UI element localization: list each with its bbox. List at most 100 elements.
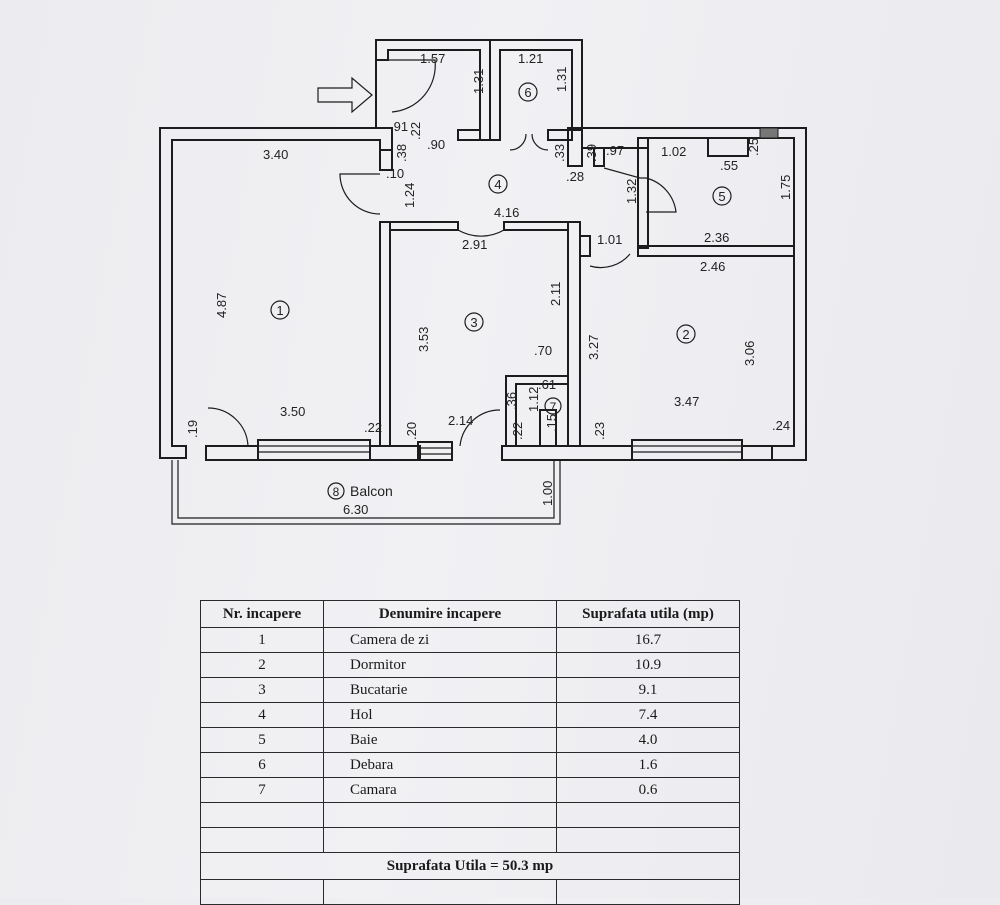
dim-label: 3.47 — [674, 394, 699, 409]
cell-empty — [556, 802, 740, 828]
dim-label: 1.32 — [624, 179, 639, 204]
table-row-empty — [200, 827, 740, 853]
cell-area: 16.7 — [556, 627, 740, 653]
table-header-row: Nr. incapere Denumire incapere Suprafata… — [200, 600, 740, 628]
room-number: 2 — [682, 327, 689, 342]
room-number: 4 — [494, 177, 501, 192]
dim-label: .22 — [364, 420, 382, 435]
cell-area: 1.6 — [556, 752, 740, 778]
cell-name: Baie — [323, 727, 557, 753]
balcony-label: Balcon — [350, 483, 393, 499]
dim-label: .19 — [185, 420, 200, 438]
total-usable-area: Suprafata Utila = 50.3 mp — [200, 852, 740, 880]
cell-empty — [200, 802, 324, 828]
dim-label: .25 — [746, 138, 761, 156]
cell-area: 0.6 — [556, 777, 740, 803]
dim-label: .23 — [592, 422, 607, 440]
dim-label: 3.06 — [742, 341, 757, 366]
header-room-name: Denumire incapere — [323, 600, 557, 628]
cell-nr: 4 — [200, 702, 324, 728]
cell-nr: 5 — [200, 727, 324, 753]
table-row: 3 Bucatarie 9.1 — [200, 677, 740, 703]
entrance-arrow-icon — [317, 76, 373, 114]
header-room-number: Nr. incapere — [200, 600, 324, 628]
dim-label: 1.31 — [554, 67, 569, 92]
dim-label: .97 — [606, 143, 624, 158]
cell-nr: 7 — [200, 777, 324, 803]
dim-label: .10 — [386, 166, 404, 181]
dim-label: 4.16 — [494, 205, 519, 220]
floor-plan: 1.57 1.21 1.31 1.31 3.40 .91 .22 .38 .90… — [159, 39, 807, 525]
cell-area: 7.4 — [556, 702, 740, 728]
dim-label: .90 — [427, 137, 445, 152]
cell-area: 4.0 — [556, 727, 740, 753]
dim-label: 2.14 — [448, 413, 473, 428]
room-number: 7 — [550, 400, 557, 414]
cell-nr: 6 — [200, 752, 324, 778]
dim-label: 2.46 — [700, 259, 725, 274]
dim-label: .61 — [538, 377, 556, 392]
dim-label: .33 — [552, 144, 567, 162]
door-swings — [207, 59, 677, 447]
dim-label: .22 — [510, 422, 525, 440]
table-row: 4 Hol 7.4 — [200, 702, 740, 728]
cell-empty — [323, 879, 557, 905]
cell-empty — [200, 879, 324, 905]
dim-label: 3.40 — [263, 147, 288, 162]
cell-area: 9.1 — [556, 677, 740, 703]
cell-empty — [200, 827, 324, 853]
table-row: 2 Dormitor 10.9 — [200, 652, 740, 678]
dim-label: 1.57 — [420, 51, 445, 66]
dim-label: 1.00 — [540, 481, 555, 506]
dim-label: 1.01 — [597, 232, 622, 247]
room-number: 8 — [333, 485, 340, 499]
cell-name: Dormitor — [323, 652, 557, 678]
dim-label: .70 — [534, 343, 552, 358]
header-usable-area: Suprafata utila (mp) — [556, 600, 740, 628]
table-row-empty — [200, 802, 740, 828]
cell-area: 10.9 — [556, 652, 740, 678]
dim-label: .20 — [404, 422, 419, 440]
dim-label: 1.21 — [518, 51, 543, 66]
dim-label: 1.12 — [526, 387, 541, 412]
cell-empty — [323, 827, 557, 853]
cell-name: Camara — [323, 777, 557, 803]
cell-nr: 3 — [200, 677, 324, 703]
room-area-table: Nr. incapere Denumire incapere Suprafata… — [200, 600, 740, 905]
dim-label: .91 — [390, 119, 408, 134]
cell-empty — [556, 879, 740, 905]
table-row: 6 Debara 1.6 — [200, 752, 740, 778]
cell-name: Bucatarie — [323, 677, 557, 703]
cell-empty — [323, 802, 557, 828]
dim-label: 1.75 — [778, 175, 793, 200]
dim-label: 6.30 — [343, 502, 368, 517]
dim-label: 3.53 — [416, 327, 431, 352]
cell-empty — [556, 827, 740, 853]
dim-label: 3.27 — [586, 335, 601, 360]
dim-label: 3.50 — [280, 404, 305, 419]
table-row: 1 Camera de zi 16.7 — [200, 627, 740, 653]
dim-label: 1.02 — [661, 144, 686, 159]
dim-label: .22 — [408, 122, 423, 140]
cell-nr: 1 — [200, 627, 324, 653]
dim-label: 2.11 — [548, 282, 563, 306]
dim-label: .28 — [566, 169, 584, 184]
dim-label: 1.24 — [402, 183, 417, 208]
dim-label: 2.36 — [704, 230, 729, 245]
cell-name: Hol — [323, 702, 557, 728]
dim-label: .24 — [772, 418, 790, 433]
dim-label: .55 — [720, 158, 738, 173]
room-number: 5 — [718, 189, 725, 204]
table-row-empty — [200, 879, 740, 905]
dimension-labels: 1.57 1.21 1.31 1.31 3.40 .91 .22 .38 .90… — [185, 51, 793, 517]
dim-label: .15 — [544, 414, 559, 432]
dim-label: .39 — [584, 144, 599, 162]
room-number: 1 — [276, 303, 283, 318]
room-markers: 1 2 3 4 5 6 7 8 Balcon — [270, 82, 732, 500]
table-row: 5 Baie 4.0 — [200, 727, 740, 753]
table-total-row: Suprafata Utila = 50.3 mp — [200, 852, 740, 880]
cell-name: Camera de zi — [323, 627, 557, 653]
cell-nr: 2 — [200, 652, 324, 678]
dim-label: 4.87 — [214, 293, 229, 318]
table-row: 7 Camara 0.6 — [200, 777, 740, 803]
